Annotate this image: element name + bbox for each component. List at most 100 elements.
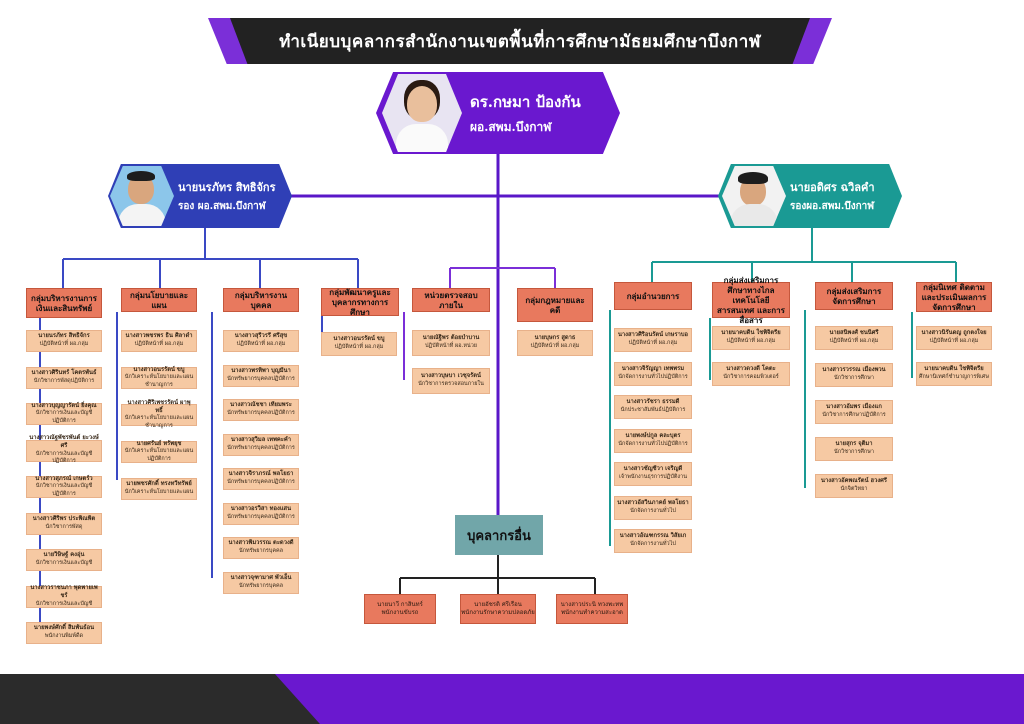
staff-name: นางสาวสุวิมล เทพคะคำ xyxy=(230,436,292,443)
group-header: กลุ่มกฎหมายและคดี xyxy=(517,288,593,322)
staff-role: นักวิชาการเงินและบัญชี xyxy=(35,560,93,567)
staff-card: นางสาวณัฐพัชรพันต์ ยะวงษ์ศรีนักวิชาการเง… xyxy=(26,435,102,464)
staff-card: นางสาวรวรรณ เมืองพวนนักวิชาการศึกษา xyxy=(815,363,893,387)
staff-role: นักทรัพยากรบุคคลปฏิบัติการ xyxy=(227,479,295,486)
staff-card: นางสาวพชรพร ธิน ศิลาดำปฏิบัติหน้าที่ ผอ.… xyxy=(121,330,197,352)
staff-role: ปฏิบัติหน้าที่ ผอ.กลุ่ม xyxy=(726,338,776,345)
staff-role: ปฏิบัติหน้าที่ ผอ.กลุ่ม xyxy=(39,341,89,348)
deputy-left-name: นายนรภัทร สิทธิจักร xyxy=(178,181,276,194)
staff-name: นายสุกร จุติมา xyxy=(835,441,873,448)
staff-card: นางสาวจิราภรณ์ พลโยธานักทรัพยากรบุคคลปฏิ… xyxy=(223,468,299,490)
staff-name: นางสาวอนรรัตน์ ขบู xyxy=(133,366,185,373)
staff-role: นักทรัพยากรบุคคลปฏิบัติการ xyxy=(227,444,295,451)
page-title: ทำเนียบบุคลากรสำนักงานเขตพื้นที่การศึกษา… xyxy=(279,31,761,52)
staff-card: นางสาวณัชชา เทียมพระนักทรัพยากรบุคคลปฏิบ… xyxy=(223,399,299,421)
staff-role: ปฏิบัติหน้าที่ ผอ.กลุ่ม xyxy=(530,343,580,350)
staff-name: นางสาวรวรรณ เมืองพวน xyxy=(822,367,886,374)
staff-card: นายณัฐิพร ต้อยบำบานปฏิบัติหน้าที่ ผอ.หน่… xyxy=(412,330,490,356)
staff-role: ปฏิบัติหน้าที่ ผอ.กลุ่ม xyxy=(134,341,184,348)
deputy-left-photo xyxy=(110,166,174,226)
staff-card: นายสนิพงศ์ ชนนิศรีปฏิบัติหน้าที่ ผอ.กลุ่… xyxy=(815,326,893,350)
staff-name: นางสาวอัสวินภาคย์ พลโยธา xyxy=(617,499,689,506)
staff-role: นักวิชาการเงินและบัญชี xyxy=(35,600,93,607)
staff-name: นางสาวณัชชา เทียมพระ xyxy=(230,402,292,409)
staff-role: นักจัดการงานทั่วไปปฏิบัติการ xyxy=(618,373,688,380)
staff-card: นางสาวจิรัญญา เทพพรมนักจัดการงานทั่วไปปฏ… xyxy=(614,361,692,386)
staff-card: นายนาคบดิน ใชพิจิตรียปฏิบัติหน้าที่ ผอ.ก… xyxy=(712,326,790,350)
staff-name: นางสาวพชรพร ธิน ศิลาดำ xyxy=(125,333,193,340)
staff-role: นักวิชาการศึกษา xyxy=(834,375,874,382)
staff-role: นักวิชาการคอมพิวเตอร์ xyxy=(723,374,779,381)
staff-role: นักวิชาการศึกษา xyxy=(834,449,874,456)
staff-name: นายณัฐิพร ต้อยบำบาน xyxy=(422,335,480,342)
staff-role: นักจัดการงานทั่วไป xyxy=(630,507,676,514)
staff-name: นางสาวอัคพณรัตน์ ฮวงศรี xyxy=(821,478,887,485)
staff-card: นางสาวอนรรัตน์ ขบูนักวิเคราะห์นโยบายและแ… xyxy=(121,367,197,389)
staff-role: นักประชาสัมพันธ์ปฏิบัติการ xyxy=(620,407,686,414)
staff-role: ปฏิบัติหน้าที่ ผอ.กลุ่ม xyxy=(628,340,678,347)
group-header: หน่วยตรวจสอบภายใน xyxy=(412,288,490,312)
staff-name: นางสาวจุฑามาศ พัวเอ็น xyxy=(230,574,292,581)
staff-name: นางสาวอนรรัตน์ ขบู xyxy=(333,336,385,343)
staff-role: ปฏิบัติหน้าที่ ผอ.กลุ่ม xyxy=(334,344,384,351)
staff-card: นางสาวศิริอนรัตน์ เกษราบอปฏิบัติหน้าที่ … xyxy=(614,328,692,352)
staff-card: นายบุษกร สูดาธปฏิบัติหน้าที่ ผอ.กลุ่ม xyxy=(517,330,593,356)
other-personnel-header: บุคลากรอื่น xyxy=(455,515,543,555)
staff-role: นักจัดการงานทั่วไปปฏิบัติการ xyxy=(618,440,688,447)
staff-name: นางสาวบุษบา เวชุจรัตน์ xyxy=(421,373,481,380)
group-header: กลุ่มส่งเสริมการจัดการศึกษา xyxy=(815,282,893,310)
group-header: กลุ่มนิเทศ ติดตามและประเมินผลการจัดการศึ… xyxy=(916,282,992,312)
staff-role: ศึกษานิเทศก์ชำนาญการพิเศษ xyxy=(919,374,989,381)
deputy-right-position: รองผอ.สพม.บึงกาฬ xyxy=(790,201,875,212)
staff-role: ปฏิบัติหน้าที่ ผอ.หน่วย xyxy=(424,343,478,350)
staff-card: นางสาวดวงดี โคตะนักวิชาการคอมพิวเตอร์ xyxy=(712,362,790,386)
staff-card: นางสาวพรทิพา บุญมีนานักทรัพยากรบุคคลปฏิบ… xyxy=(223,364,299,387)
staff-card: นางสาวบุญญารัตน์ ยิ่งคุณนักวิชาการเงินแล… xyxy=(26,403,102,425)
director-name: ดร.กษมา ป้องกัน xyxy=(470,92,581,111)
staff-card: นางสาวรัชรา ธรรมดีนักประชาสัมพันธ์ปฏิบัต… xyxy=(614,395,692,419)
staff-name: นายนาคบดิน ใชพิจิตรีย xyxy=(721,330,781,337)
staff-role: นักทรัพยากรบุคคลปฏิบัติการ xyxy=(227,375,295,382)
staff-role: นักวิเคราะห์นโยบายและแผนชำนาญการ xyxy=(124,415,194,429)
staff-card: นายสุกร จุติมานักวิชาการศึกษา xyxy=(815,437,893,461)
staff-card: นายนาคบดิน ใชพิจิตรียศึกษานิเทศก์ชำนาญกา… xyxy=(916,362,992,386)
staff-card: นางสาวสุรีวรรี ศรีสุขปฏิบัติหน้าที่ ผอ.ก… xyxy=(223,330,299,352)
staff-name: นายพงษ์ปกูล คละบุตร xyxy=(625,432,681,439)
staff-role: ปฏิบัติหน้าที่ ผอ.กลุ่ม xyxy=(929,338,979,345)
staff-name: นางสาวสุภรณ์ เกษตร์ว xyxy=(35,475,93,482)
staff-card: นางสาวอรวิสา ทองแสนนักทรัพยากรบุคคลปฏิบั… xyxy=(223,502,299,525)
staff-name: นางสาวสุรีวรรี ศรีสุข xyxy=(234,333,288,340)
staff-card: นายพงษ์ศักดิ์ สิมพันธ์อนพนักงานพิมพ์ดีด xyxy=(26,622,102,644)
staff-role: นักวิเคราะห์นโยบายและแผนปฏิบัติการ xyxy=(124,448,194,462)
staff-role: พนักงานพิมพ์ดีด xyxy=(44,633,84,640)
other-personnel-item: นายอัชรติ ศรีเรือน พนักงานรักษาความปลอดภ… xyxy=(460,594,536,624)
staff-card: นางสาวชัญชีวา เจริญดีเจ้าพนักงานธุรการปฏ… xyxy=(614,462,692,486)
staff-card: นางสาวศิริเพชรรัตน์ ผาพุทธิ์นักวิเคราะห์… xyxy=(121,400,197,429)
staff-card: นายพงษ์ปกูล คละบุตรนักจัดการงานทั่วไปปฏิ… xyxy=(614,428,692,453)
staff-card: นายพชรศักดิ์ ทรงทวีทรัพย์นักวิเคราะห์นโย… xyxy=(121,478,197,500)
group-header: กลุ่มนโยบายและแผน xyxy=(121,288,197,312)
staff-name: นายพชรศักดิ์ ทรงทวีทรัพย์ xyxy=(126,481,192,488)
staff-role: ปฏิบัติหน้าที่ ผอ.กลุ่ม xyxy=(829,338,879,345)
staff-card: นางสาวอนรรัตน์ ขบูปฏิบัติหน้าที่ ผอ.กลุ่… xyxy=(321,332,397,356)
staff-name: นายศรันย์ ทรัพยุช xyxy=(136,440,182,447)
staff-card: นางสาวอัณฑกรรณ วิสัยเกนักจัดการงานทั่วไป xyxy=(614,529,692,553)
staff-name: นางสาวดวงดี โคตะ xyxy=(726,366,776,373)
staff-role: นักวิเคราะห์นโยบายและแผน xyxy=(124,489,194,496)
staff-role: นักจิตวิทยา xyxy=(840,486,868,493)
staff-name: นายสนิพงศ์ ชนนิศรี xyxy=(829,330,879,337)
staff-name: นางสาวพรทิพา บุญมีนา xyxy=(231,367,291,374)
group-header: กลุ่มอำนวยการ xyxy=(614,282,692,310)
staff-name: นางสาวราชนภา พุดพายเพชร์ xyxy=(30,584,98,599)
staff-name: นางสาวณัฐพัชรพันต์ ยะวงษ์ศรี xyxy=(29,435,99,450)
staff-name: นางสาวจิราภรณ์ พลโยธา xyxy=(228,471,294,478)
staff-role: นักทรัพยากรบุคคลปฏิบัติการ xyxy=(227,513,295,520)
other-personnel-item: นายนาวี กาสินทร์ พนักงานขับรถ xyxy=(364,594,436,624)
staff-card: นางสาวอัคพณรัตน์ ฮวงศรีนักจิตวิทยา xyxy=(815,474,893,498)
staff-card: นางสาวสุภรณ์ เกษตร์วนักวิชาการเงินและบัญ… xyxy=(26,476,102,498)
staff-name: นางสาวชัญชีวา เจริญดี xyxy=(623,466,683,473)
staff-name: นางสาวรัชรา ธรรมดี xyxy=(626,399,680,406)
staff-name: นางสาวศิรินทร์ โคตรพันธ์ xyxy=(31,369,97,376)
staff-name: นายนรภัทร สิทธิจักร xyxy=(38,333,90,340)
staff-name: นางสาวอรวิสา ทองแสน xyxy=(230,505,292,512)
